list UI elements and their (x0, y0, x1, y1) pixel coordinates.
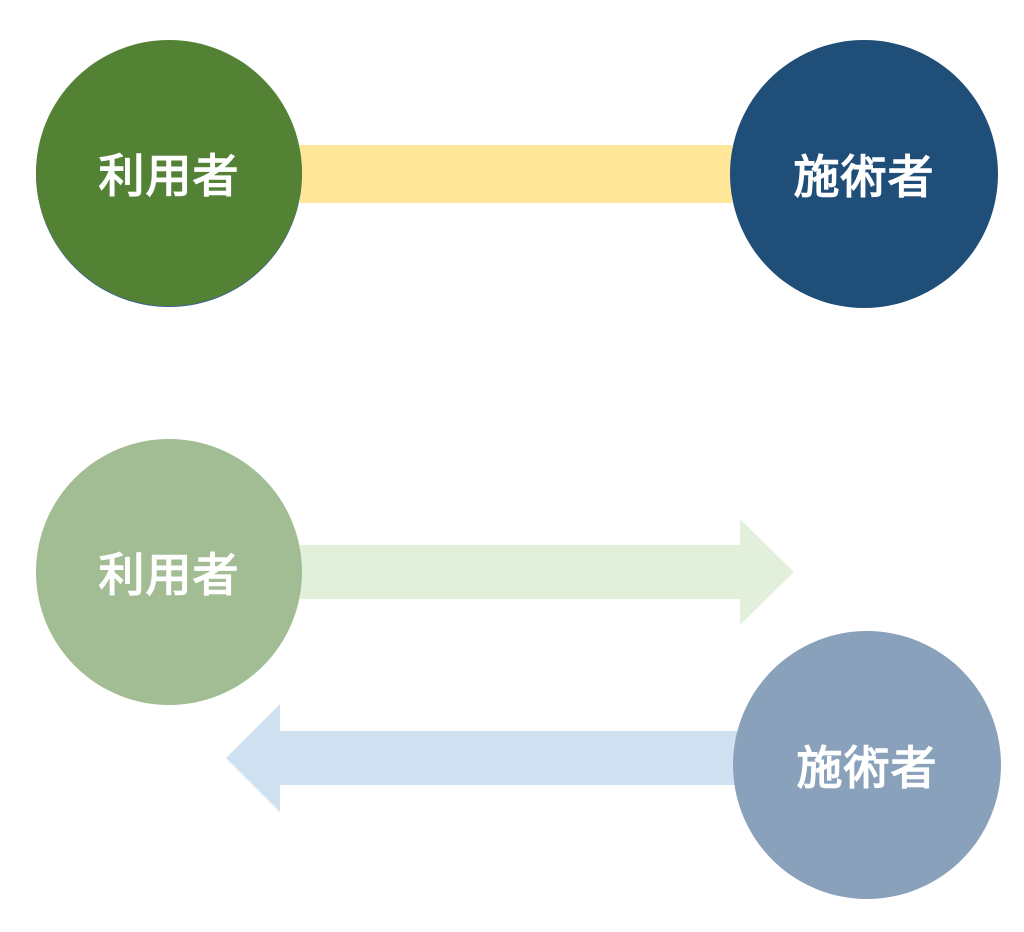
provider-node-bottom: 施術者 (733, 631, 1001, 899)
arrow-right-shape (300, 519, 794, 625)
arrow-right (300, 519, 794, 625)
connector-bar (300, 145, 732, 203)
provider-label-top: 施術者 (793, 150, 935, 204)
provider-label-bottom: 施術者 (796, 741, 938, 795)
arrow-left (226, 704, 738, 812)
provider-node-top: 施術者 (730, 40, 998, 308)
user-node-top: 利用者 (36, 40, 302, 306)
user-label-top: 利用者 (98, 149, 240, 203)
arrow-left-shape (226, 704, 738, 812)
user-node-bottom: 利用者 (36, 439, 302, 705)
user-label-bottom: 利用者 (98, 548, 240, 602)
